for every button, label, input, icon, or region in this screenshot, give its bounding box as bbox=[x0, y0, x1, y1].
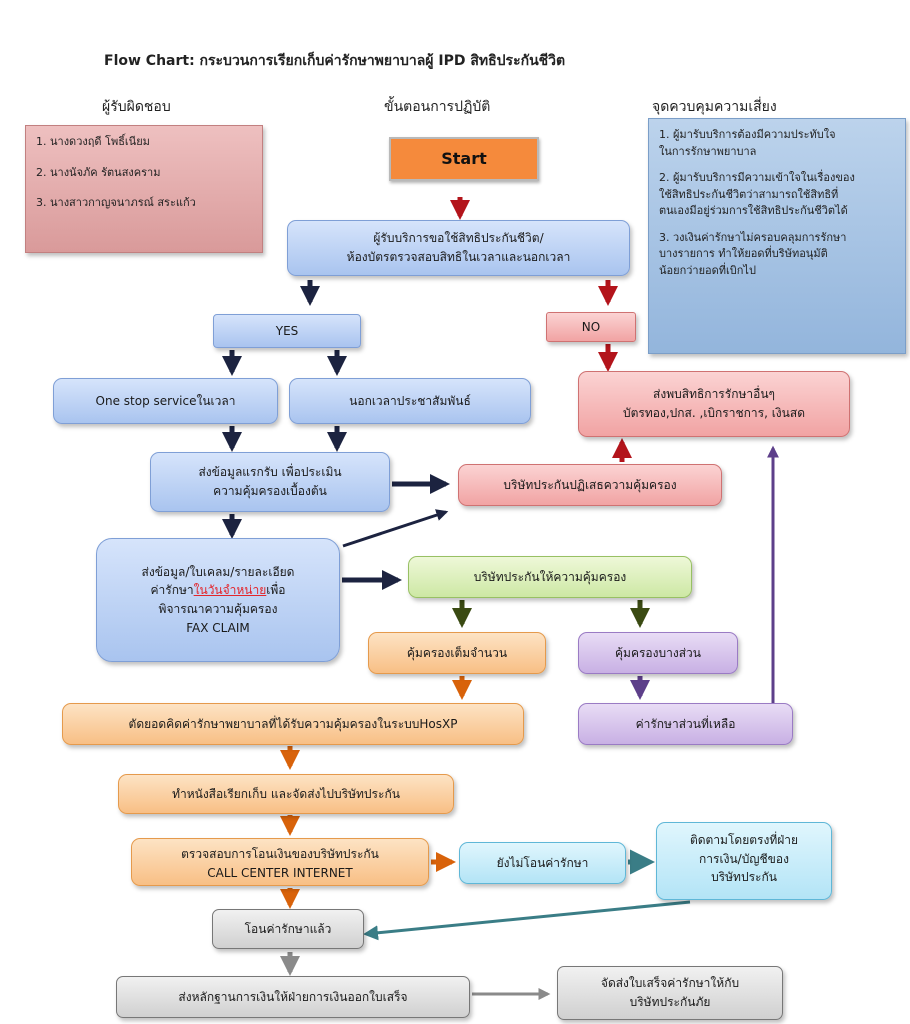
remaining-balance-node: ค่ารักษาส่วนที่เหลือ bbox=[578, 703, 793, 745]
page-title: Flow Chart: กระบวนการเรียกเก็บค่ารักษาพย… bbox=[104, 53, 566, 69]
insurer-covered-node: บริษัทประกันให้ความคุ้มครอง bbox=[408, 556, 692, 598]
partial-coverage-node: คุ้มครองบางส่วน bbox=[578, 632, 738, 674]
insurer-rejected-node: บริษัทประกันปฏิเสธความคุ้มครอง bbox=[458, 464, 722, 506]
risk-control-panel: 1. ผู้มารับบริการต้องมีความประทับใจ ในกา… bbox=[648, 118, 906, 354]
send-claim-node: ส่งข้อมูล/ใบเคลม/รายละเอียด ค่ารักษาในวั… bbox=[96, 538, 340, 662]
discharge-day-highlight: ในวันจำหน่าย bbox=[193, 583, 267, 598]
arrow-claim-to-rejected bbox=[342, 509, 449, 548]
responsible-person: 1. นางดวงฤดี โพธิ์เนียม bbox=[36, 135, 150, 148]
send-initial-data-node: ส่งข้อมูลแรกรับ เพื่อประเมิน ความคุ้มครอ… bbox=[150, 452, 390, 512]
check-transfer-node: ตรวจสอบการโอนเงินของบริษัทประกัน CALL CE… bbox=[131, 838, 429, 886]
one-stop-service-node: One stop serviceในเวลา bbox=[53, 378, 278, 424]
send-finance-evidence-node: ส่งหลักฐานการเงินให้ฝ่ายการเงินออกใบเสร็… bbox=[116, 976, 470, 1018]
cut-balance-hosxp-node: ตัดยอดคิดค่ารักษาพยาบาลที่ได้รับความคุ้ม… bbox=[62, 703, 524, 745]
risk-item: 3. วงเงินค่ารักษาไม่ครอบคลุมการรักษา บาง… bbox=[659, 230, 847, 277]
follow-up-insurer-node: ติดตามโดยตรงที่ฝ่าย การเงิน/บัญชีของ บริ… bbox=[656, 822, 832, 900]
arrow-follow-up-to-transferred bbox=[363, 900, 691, 941]
header-procedure: ขั้นตอนการปฏิบัติ bbox=[384, 99, 491, 115]
header-risk: จุดควบคุมความเสี่ยง bbox=[652, 99, 777, 115]
risk-item: 1. ผู้มารับบริการต้องมีความประทับใจ ในกา… bbox=[659, 128, 836, 158]
start-node: Start bbox=[389, 137, 539, 181]
responsible-panel: 1. นางดวงฤดี โพธิ์เนียม 2. นางนัจภัค รัต… bbox=[25, 125, 263, 253]
responsible-person: 3. นางสาวกาญจนาภรณ์ สระแก้ว bbox=[36, 196, 196, 209]
billing-letter-node: ทำหนังสือเรียกเก็บ และจัดส่งไปบริษัทประก… bbox=[118, 774, 454, 814]
after-hours-node: นอกเวลาประชาสัมพันธ์ bbox=[289, 378, 531, 424]
send-receipt-node: จัดส่งใบเสร็จค่ารักษาให้กับ บริษัทประกัน… bbox=[557, 966, 783, 1020]
request-rights-node: ผู้รับบริการขอใช้สิทธิประกันชีวิต/ ห้องบ… bbox=[287, 220, 630, 276]
risk-item: 2. ผู้มารับบริการมีความเข้าใจในเรื่องของ… bbox=[659, 171, 855, 217]
transferred-node: โอนค่ารักษาแล้ว bbox=[212, 909, 364, 949]
no-node: NO bbox=[546, 312, 636, 342]
other-rights-node: ส่งพบสิทธิการรักษาอื่นๆ บัตรทอง,ปกส. ,เบ… bbox=[578, 371, 850, 437]
yes-node: YES bbox=[213, 314, 361, 348]
header-responsible: ผู้รับผิดชอบ bbox=[102, 99, 171, 115]
full-coverage-node: คุ้มครองเต็มจำนวน bbox=[368, 632, 546, 674]
not-transferred-node: ยังไม่โอนค่ารักษา bbox=[459, 842, 626, 884]
responsible-person: 2. นางนัจภัค รัตนสงคราม bbox=[36, 165, 161, 179]
